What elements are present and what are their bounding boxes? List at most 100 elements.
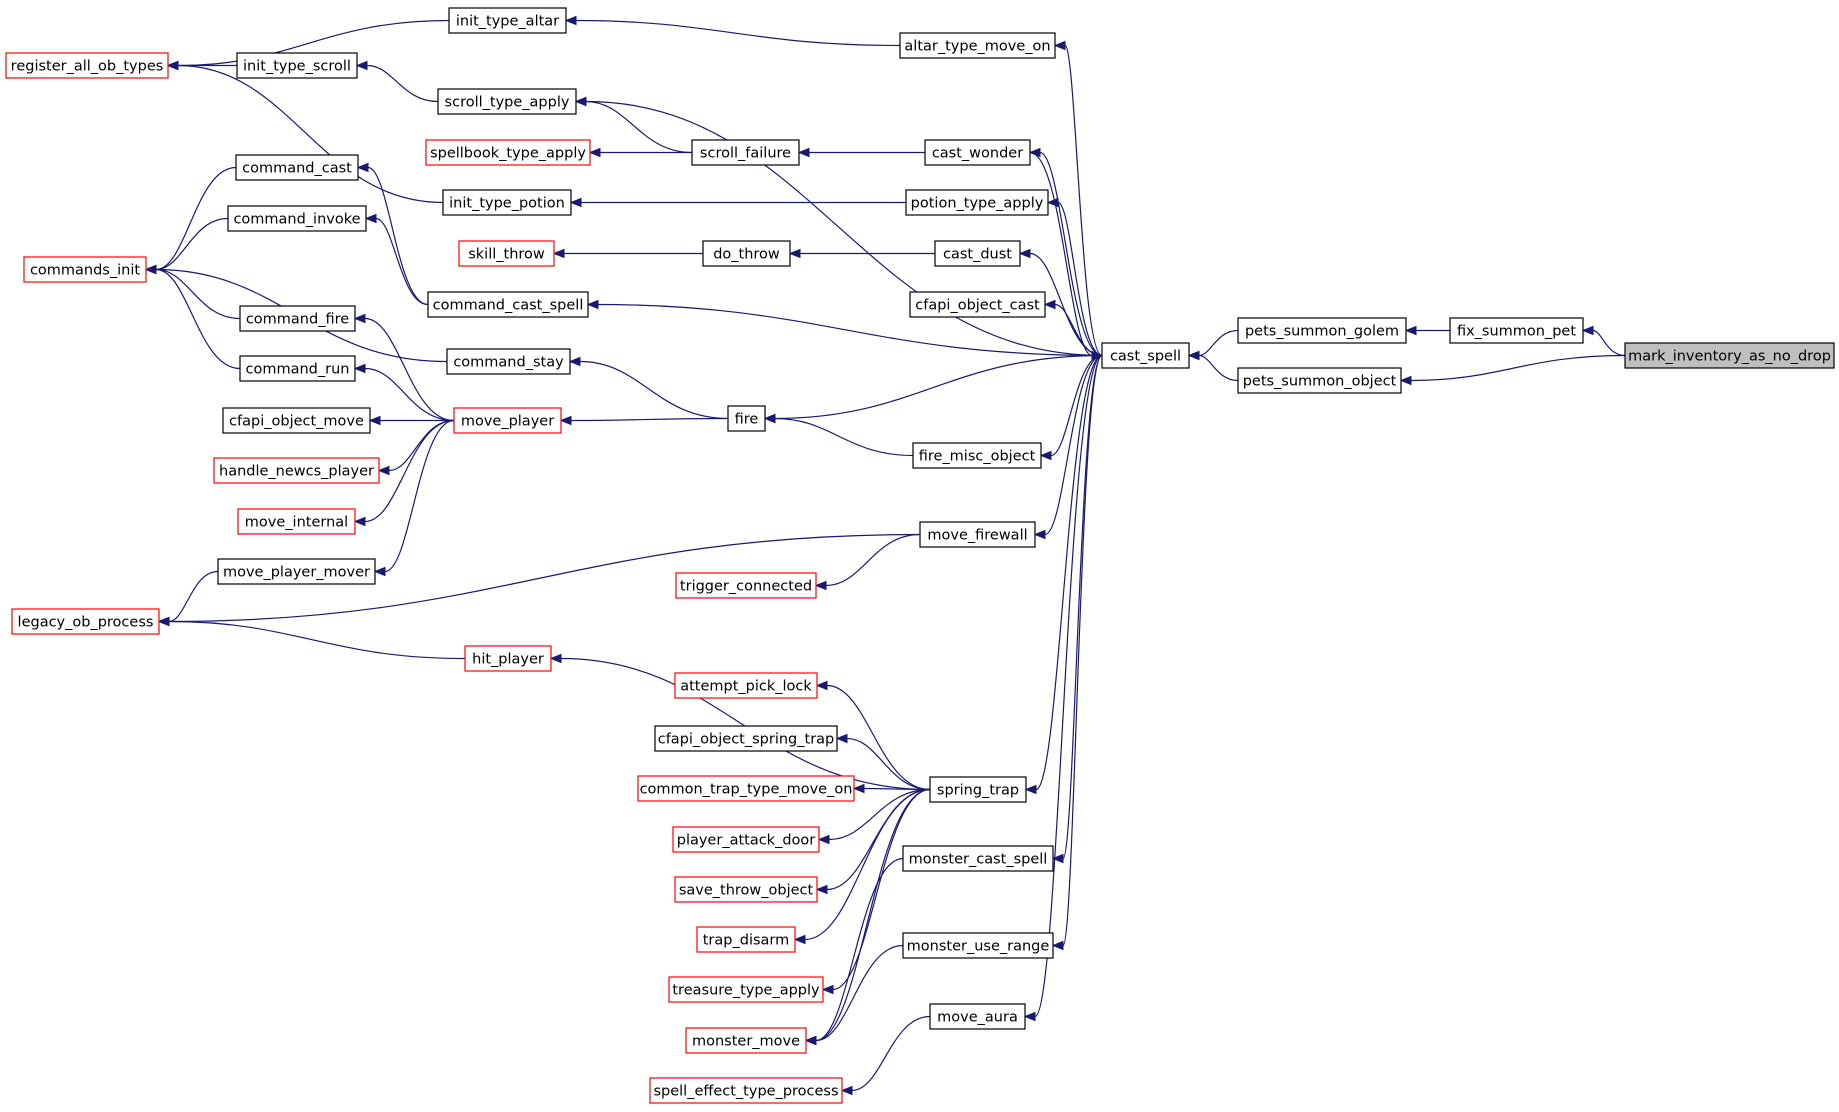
node-box xyxy=(239,305,356,332)
node-move_aura[interactable]: move_aura xyxy=(929,1003,1026,1030)
node-pets_summon_object[interactable]: pets_summon_object xyxy=(1237,367,1402,394)
edge-monster_cast_spell-to-cast_spell xyxy=(1051,354,1103,864)
edge-init_type_scroll-to-scroll_type_apply xyxy=(355,60,439,103)
edge-line xyxy=(826,684,931,791)
edge-line xyxy=(832,788,931,991)
node-fire[interactable]: fire xyxy=(727,405,766,432)
node-label: move_firewall xyxy=(927,528,1027,544)
node-hit_player[interactable]: hit_player xyxy=(464,645,552,672)
edge-cast_spell-to-cast_wonder xyxy=(1029,151,1104,361)
arrowhead xyxy=(373,566,386,577)
arrowhead xyxy=(1187,350,1200,361)
node-label: treasure_type_apply xyxy=(672,983,820,999)
node-label: pets_summon_object xyxy=(1243,374,1397,390)
node-save_throw_object[interactable]: save_throw_object xyxy=(674,876,818,903)
node-cast_dust[interactable]: cast_dust xyxy=(934,240,1021,267)
node-move_internal[interactable]: move_internal xyxy=(237,508,356,535)
edge-altar_type_move_on-to-cast_spell xyxy=(1053,40,1103,357)
edge-line xyxy=(828,788,931,841)
edge-move_internal-to-move_player xyxy=(353,419,455,527)
node-spellbook_type_apply[interactable]: spellbook_type_apply xyxy=(425,139,591,166)
node-scroll_failure[interactable]: scroll_failure xyxy=(691,139,800,166)
node-box xyxy=(909,291,1046,318)
node-label: fire_misc_object xyxy=(919,449,1036,465)
node-label: spellbook_type_apply xyxy=(430,146,586,162)
node-cfapi_object_spring_trap[interactable]: cfapi_object_spring_trap xyxy=(654,725,838,752)
node-monster_use_range[interactable]: monster_use_range xyxy=(902,932,1054,959)
arrowhead xyxy=(797,147,810,158)
node-move_player[interactable]: move_player xyxy=(453,407,562,434)
node-do_throw[interactable]: do_throw xyxy=(702,240,791,267)
node-move_player_mover[interactable]: move_player_mover xyxy=(217,558,376,585)
node-cfapi_object_move[interactable]: cfapi_object_move xyxy=(222,407,371,434)
node-label: command_run xyxy=(246,362,350,378)
node-attempt_pick_lock[interactable]: attempt_pick_lock xyxy=(674,672,818,699)
node-handle_newcs_player[interactable]: handle_newcs_player xyxy=(213,457,380,484)
node-treasure_type_apply[interactable]: treasure_type_apply xyxy=(668,976,824,1003)
edge-line xyxy=(367,166,429,306)
node-scroll_type_apply[interactable]: scroll_type_apply xyxy=(437,88,577,115)
node-monster_cast_spell[interactable]: monster_cast_spell xyxy=(902,845,1054,872)
node-fix_summon_pet[interactable]: fix_summon_pet xyxy=(1449,317,1584,344)
node-command_stay[interactable]: command_stay xyxy=(446,348,571,375)
edge-line xyxy=(815,857,904,1042)
arrowhead xyxy=(840,1085,853,1096)
node-move_firewall[interactable]: move_firewall xyxy=(919,521,1036,548)
node-command_fire[interactable]: command_fire xyxy=(239,305,356,332)
node-box xyxy=(702,240,791,267)
node-cast_spell[interactable]: cast_spell xyxy=(1101,342,1190,369)
node-legacy_ob_process[interactable]: legacy_ob_process xyxy=(11,608,160,635)
node-trap_disarm[interactable]: trap_disarm xyxy=(696,926,796,953)
node-cfapi_object_cast[interactable]: cfapi_object_cast xyxy=(909,291,1046,318)
node-commands_init[interactable]: commands_init xyxy=(23,256,147,283)
arrowhead xyxy=(1404,325,1417,336)
edge-line xyxy=(155,166,237,271)
node-command_run[interactable]: command_run xyxy=(239,355,356,382)
node-spell_effect_type_process[interactable]: spell_effect_type_process xyxy=(649,1077,843,1104)
edge-init_type_potion-to-potion_type_apply xyxy=(569,197,906,208)
nodes-layer: mark_inventory_as_no_dropfix_summon_petp… xyxy=(5,7,1835,1104)
edge-line xyxy=(388,419,455,472)
node-label: command_invoke xyxy=(233,212,360,228)
node-pets_summon_golem[interactable]: pets_summon_golem xyxy=(1237,317,1407,344)
node-label: scroll_type_apply xyxy=(445,95,570,111)
node-box xyxy=(905,189,1049,216)
node-mark_inventory_as_no_drop[interactable]: mark_inventory_as_no_drop xyxy=(1624,342,1835,369)
node-init_type_scroll[interactable]: init_type_scroll xyxy=(236,52,358,79)
node-label: init_type_potion xyxy=(449,196,565,212)
node-label: init_type_altar xyxy=(456,14,559,30)
node-init_type_altar[interactable]: init_type_altar xyxy=(448,7,567,34)
edge-line xyxy=(579,360,729,420)
node-register_all_ob_types[interactable]: register_all_ob_types xyxy=(5,52,169,79)
edge-line xyxy=(168,570,219,623)
node-monster_move[interactable]: monster_move xyxy=(685,1027,807,1054)
node-cast_wonder[interactable]: cast_wonder xyxy=(924,139,1031,166)
node-skill_throw[interactable]: skill_throw xyxy=(458,240,555,267)
node-label: skill_throw xyxy=(468,247,545,263)
node-fire_misc_object[interactable]: fire_misc_object xyxy=(912,442,1042,469)
node-label: cast_spell xyxy=(1110,349,1181,365)
node-potion_type_apply[interactable]: potion_type_apply xyxy=(905,189,1049,216)
node-trigger_connected[interactable]: trigger_connected xyxy=(675,572,817,599)
node-label: trigger_connected xyxy=(680,579,812,595)
node-command_cast[interactable]: command_cast xyxy=(235,154,359,181)
node-label: monster_cast_spell xyxy=(909,852,1048,868)
node-common_trap_type_move_on[interactable]: common_trap_type_move_on xyxy=(637,775,855,802)
edge-save_throw_object-to-spring_trap xyxy=(815,788,931,895)
edge-line xyxy=(1054,303,1103,357)
node-label: move_internal xyxy=(245,515,348,531)
node-player_attack_door[interactable]: player_attack_door xyxy=(672,826,820,853)
node-command_cast_spell[interactable]: command_cast_spell xyxy=(427,291,589,318)
edge-hit_player-to-spring_trap xyxy=(549,653,931,791)
node-command_invoke[interactable]: command_invoke xyxy=(227,205,367,232)
node-box xyxy=(217,558,376,585)
edge-line xyxy=(364,317,455,422)
node-box xyxy=(674,876,818,903)
edge-command_invoke-to-command_cast_spell xyxy=(364,213,429,306)
node-box xyxy=(912,442,1042,469)
node-label: legacy_ob_process xyxy=(18,615,154,631)
arrowhead xyxy=(574,96,587,107)
node-init_type_potion[interactable]: init_type_potion xyxy=(442,189,572,216)
node-spring_trap[interactable]: spring_trap xyxy=(929,776,1027,803)
node-altar_type_move_on[interactable]: altar_type_move_on xyxy=(899,32,1056,59)
